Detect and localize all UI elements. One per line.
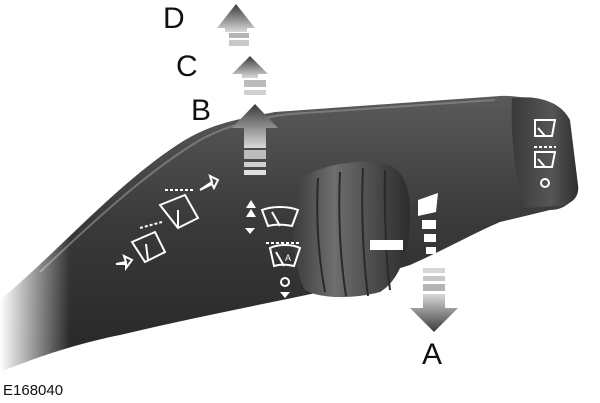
rear-wash-stalk-icon (130, 221, 167, 264)
rear-wiper-icon (534, 119, 557, 137)
auto-wiper-icon: A (266, 242, 302, 298)
position-c-label: C (176, 50, 198, 83)
rear-washer-icon (534, 146, 557, 188)
position-a-label: A (422, 338, 443, 371)
position-a-arrow (410, 268, 458, 332)
ring-position-marker (370, 240, 403, 250)
front-washer-icon (158, 189, 200, 230)
rear-wash-arrow-icon (115, 254, 134, 271)
sensitivity-up-icon (246, 200, 256, 217)
speed-steps-indicator (418, 193, 438, 264)
position-d-arrow (217, 4, 255, 46)
position-d-label: D (163, 2, 185, 35)
position-b-label: B (191, 94, 212, 127)
figure-id: E168040 (3, 382, 64, 399)
stalk-body (0, 95, 576, 403)
sensitivity-down-icon (245, 228, 255, 234)
front-wiper-icon (260, 206, 300, 228)
svg-text:A: A (285, 253, 291, 263)
position-c-arrow (232, 56, 268, 95)
position-b-arrow (232, 104, 278, 175)
front-wash-arrow-icon (199, 174, 220, 191)
wiper-rotary-ring[interactable] (293, 161, 410, 298)
